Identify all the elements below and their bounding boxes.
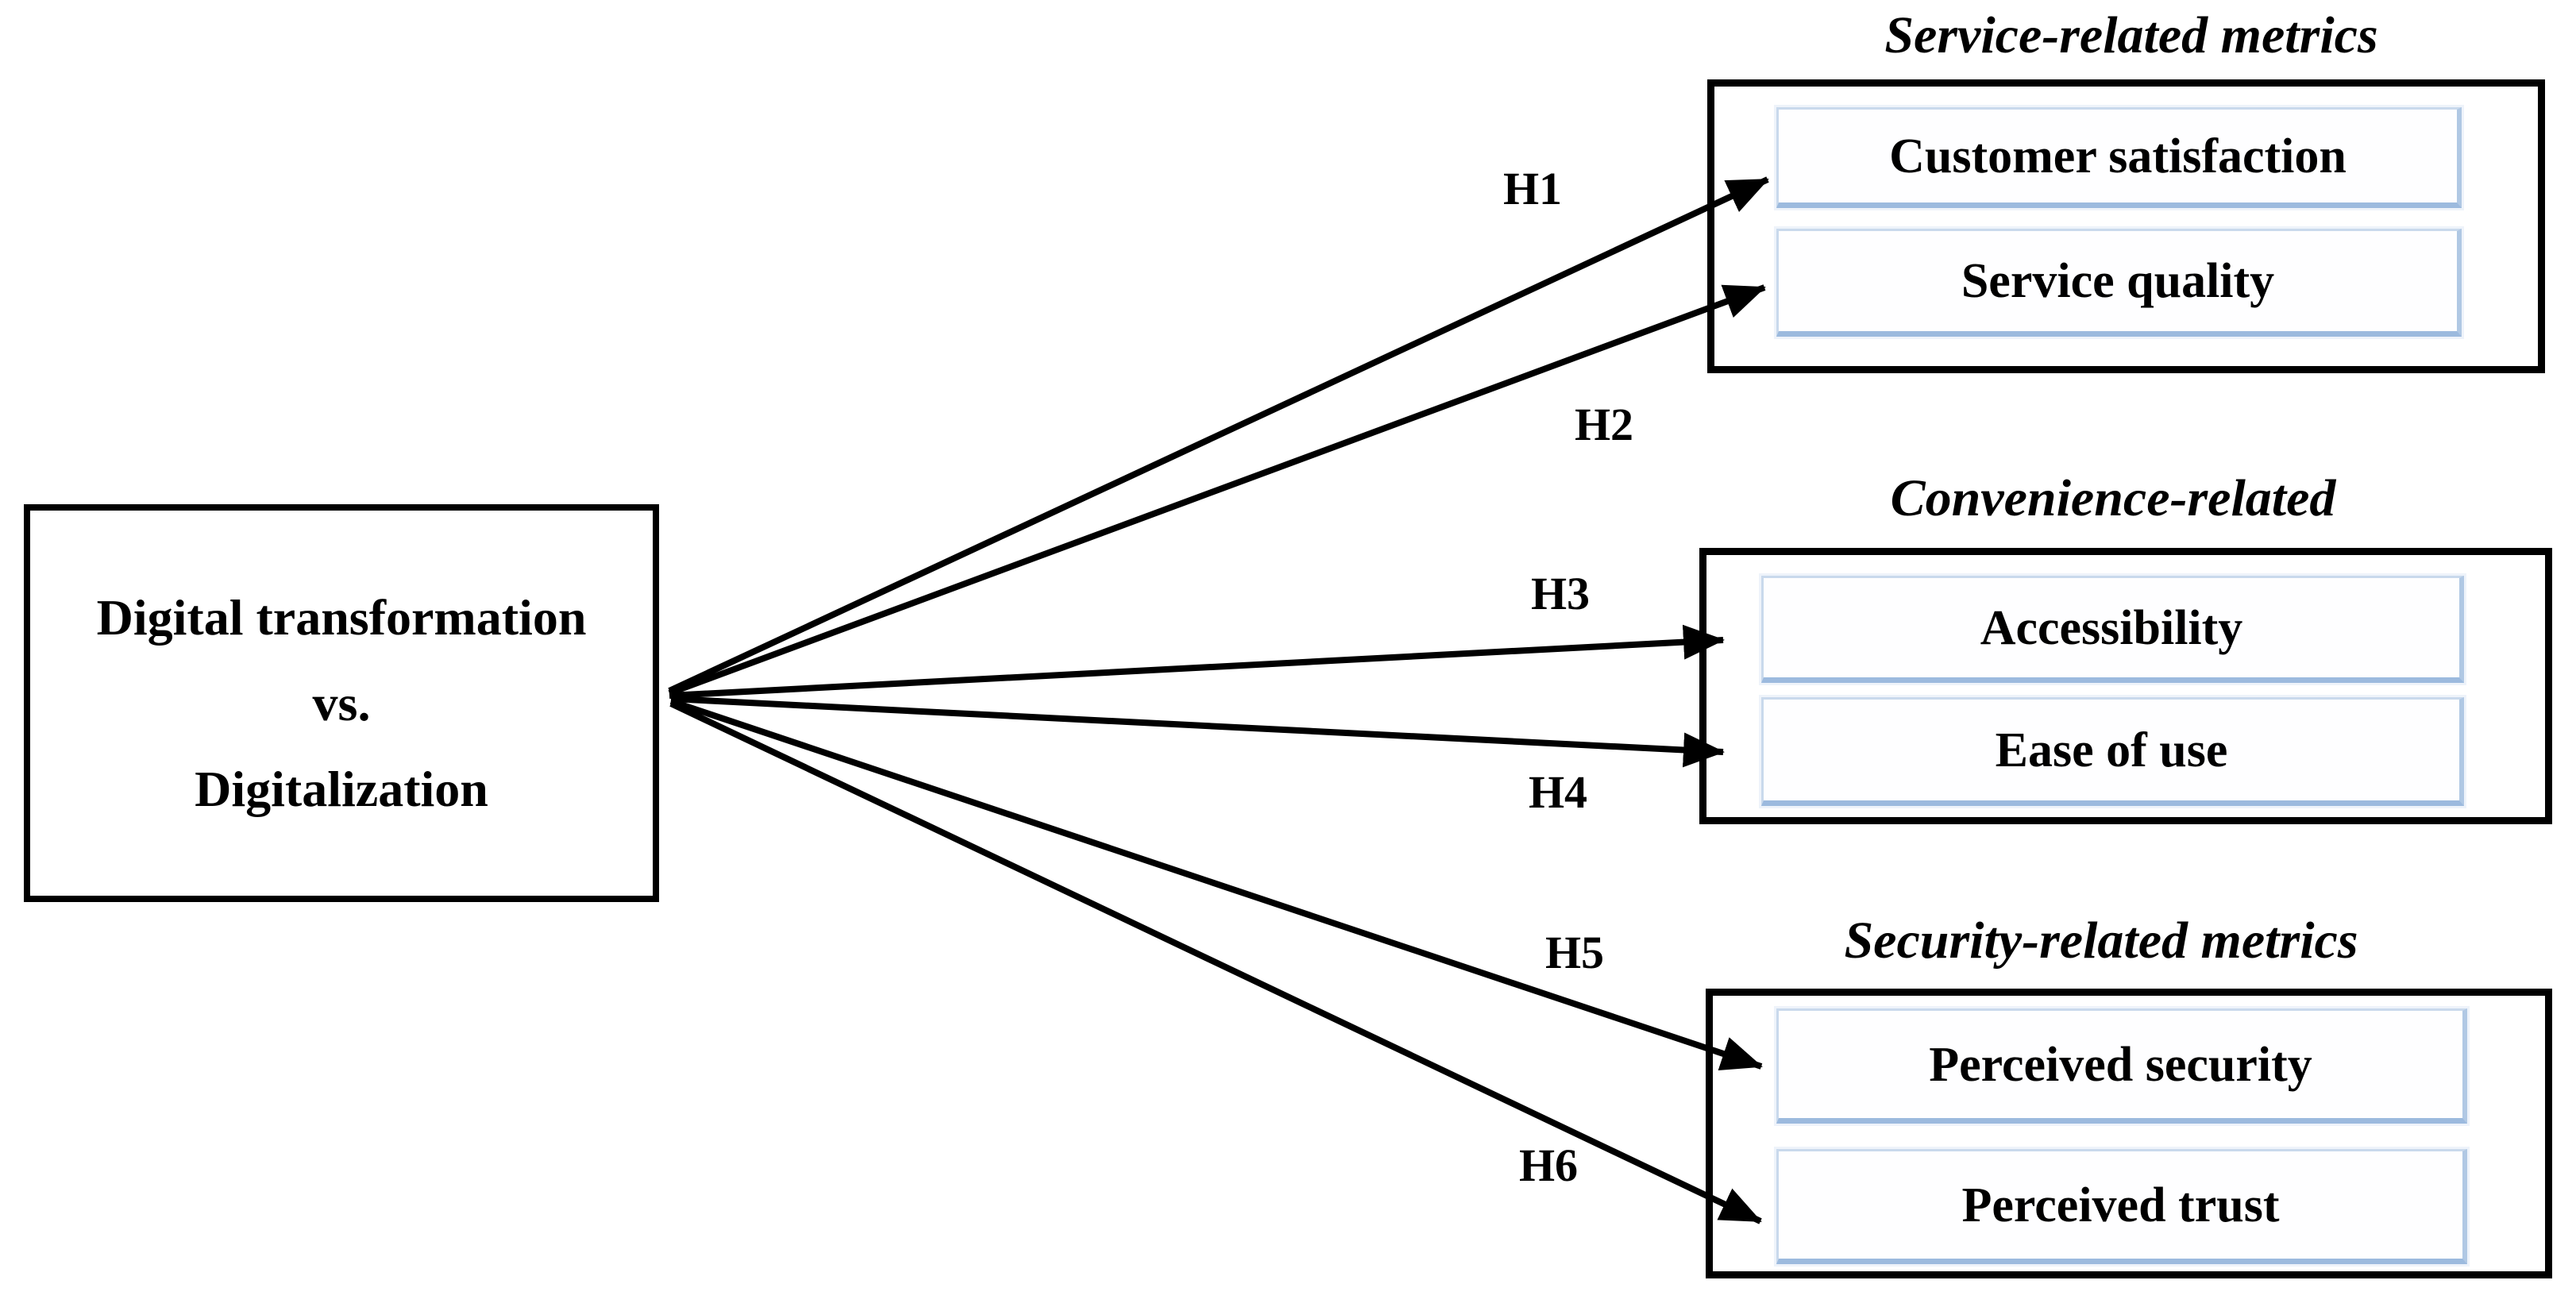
group-box-convenience [1699,548,2552,824]
group-box-security [1706,989,2552,1278]
metric-box-customer-satisfaction: Customer satisfaction [1776,107,2462,208]
hypothesis-label-h1: H1 [1502,163,1563,214]
arrow-h5 [669,698,1763,1070]
metric-label: Perceived security [1929,1037,2312,1092]
source-box-line-2: vs. [312,674,371,731]
metric-label: Ease of use [1995,723,2228,777]
hypothesis-label-h2: H2 [1574,399,1634,450]
group-title-service: Service-related metrics [1884,6,2378,64]
metric-label: Accessibility [1980,600,2243,655]
hypothesis-label-h4: H4 [1528,766,1588,818]
metric-box-perceived-security: Perceived security [1776,1008,2467,1124]
group-box-service [1707,79,2545,373]
metric-box-accessibility: Accessibility [1761,576,2464,683]
metric-label: Service quality [1961,254,2275,308]
metric-box-perceived-trust: Perceived trust [1776,1149,2467,1264]
metric-label: Customer satisfaction [1889,129,2347,183]
group-title-security: Security-related metrics [1844,912,2358,970]
source-box-line-3: Digitalization [195,760,488,817]
group-title-convenience: Convenience-related [1890,469,2336,527]
source-box: Digital transformation vs. Digitalizatio… [24,504,659,902]
metric-box-ease-of-use: Ease of use [1761,697,2464,806]
metric-label: Perceived trust [1961,1178,2280,1232]
hypothesis-label-h3: H3 [1530,568,1591,619]
source-box-line-1: Digital transformation [96,588,587,646]
arrow-h3 [669,624,1725,699]
arrow-h4 [670,696,1725,768]
metric-box-service-quality: Service quality [1776,229,2462,337]
arrow-h2 [668,284,1766,696]
hypothesis-label-h6: H6 [1518,1139,1579,1191]
hypothesis-label-h5: H5 [1544,927,1605,978]
